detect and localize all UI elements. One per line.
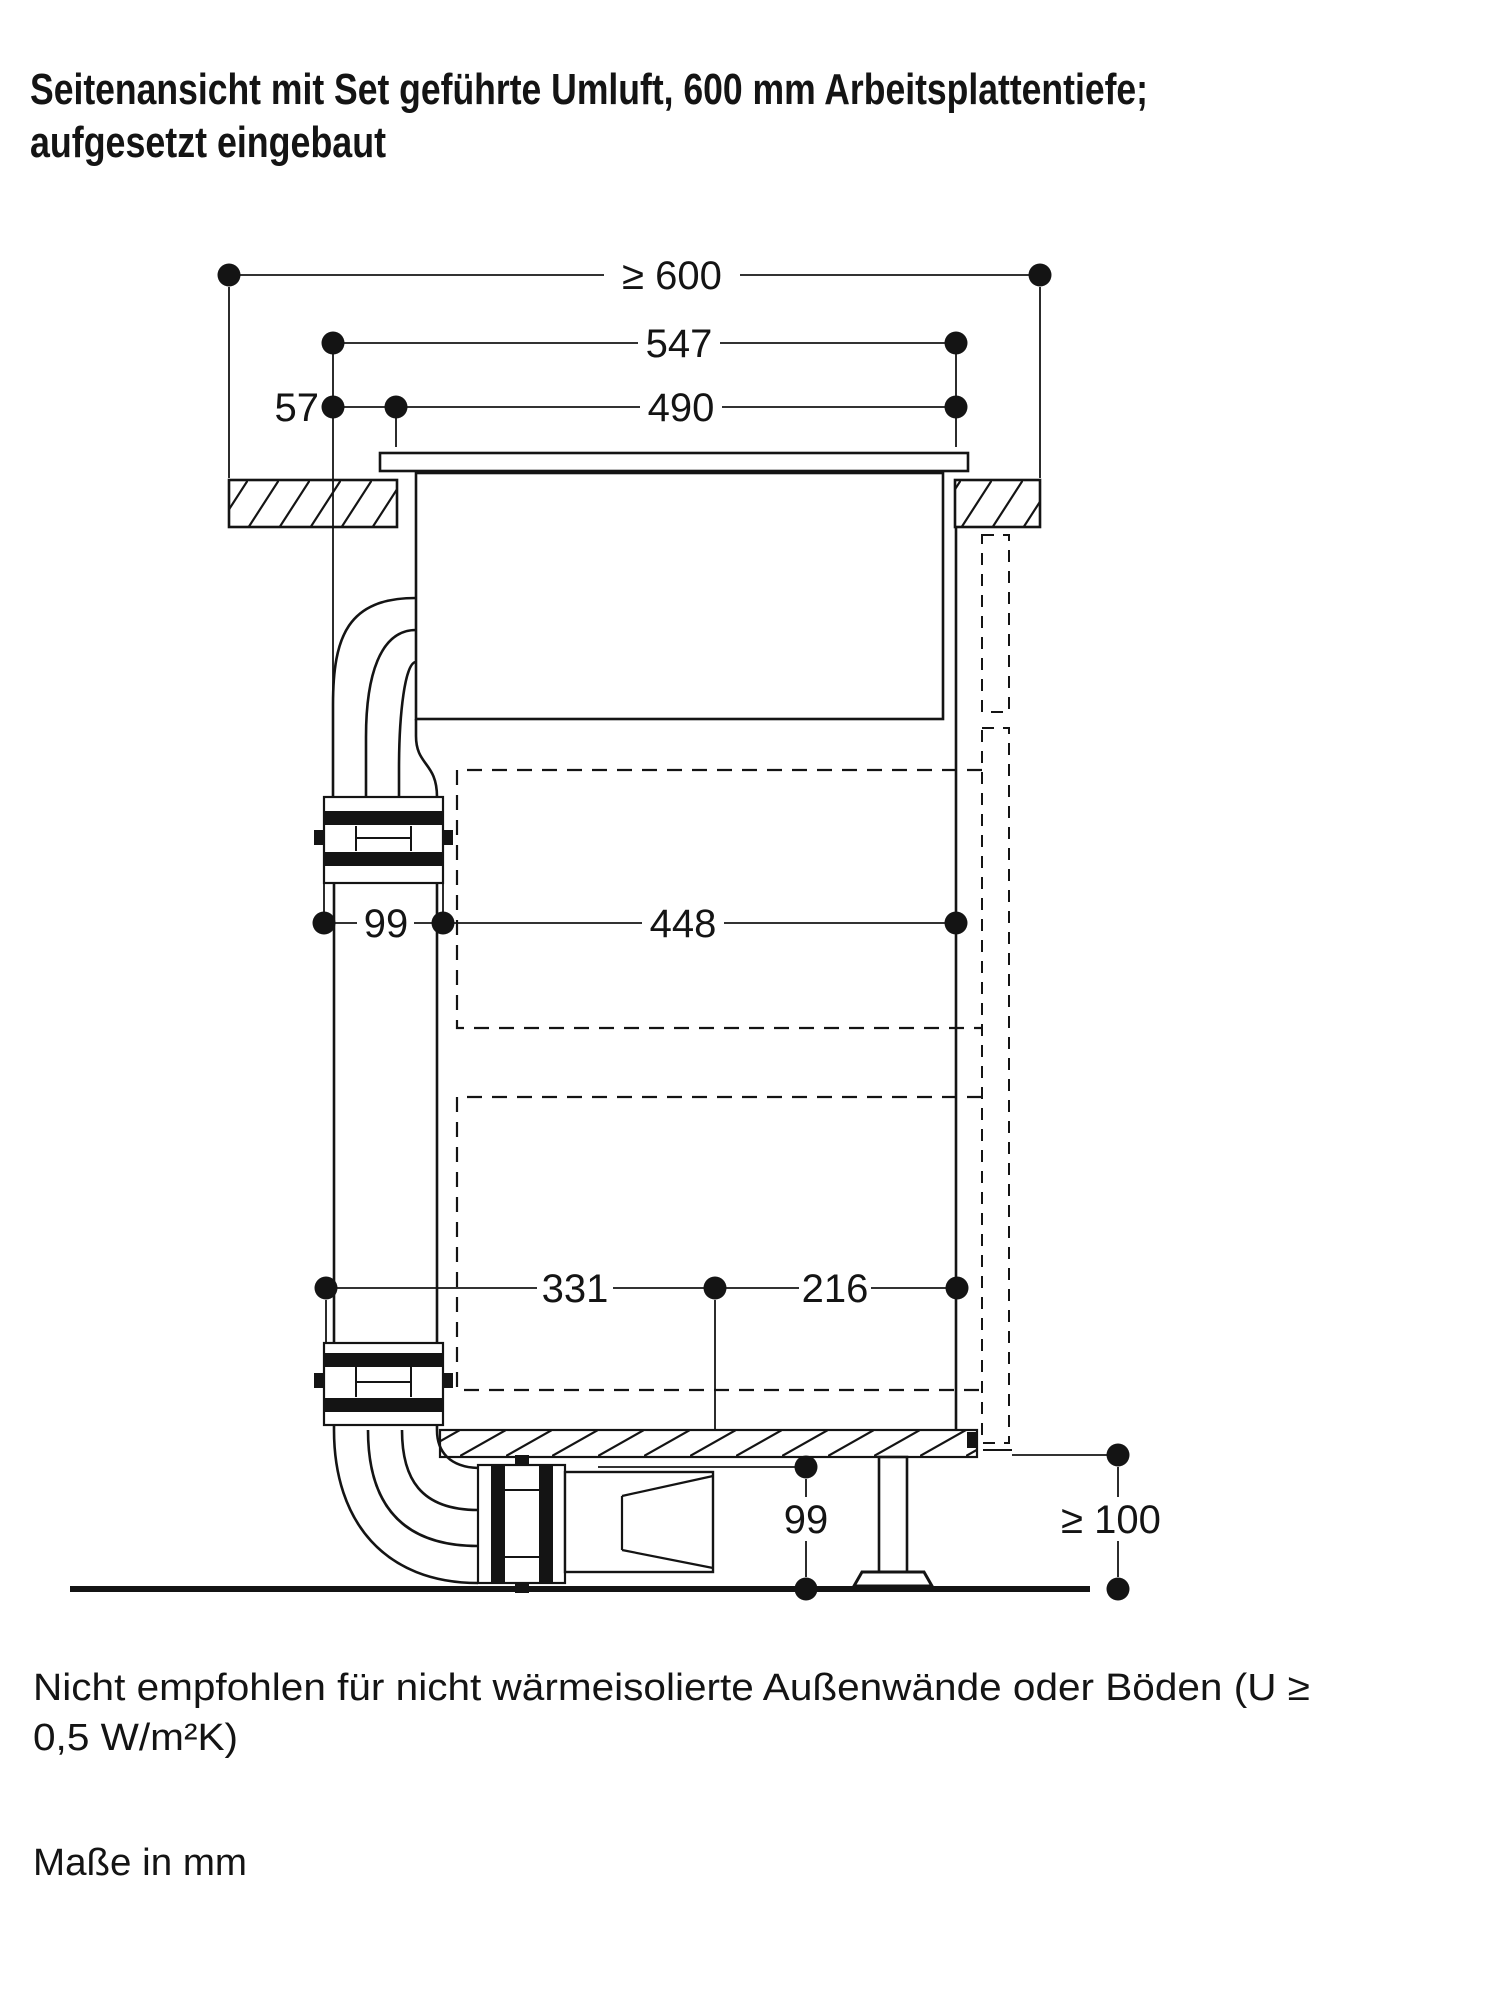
label-diffuser-to-panel: 216 (802, 1267, 869, 1311)
dot-100-bottom (1106, 1577, 1130, 1601)
upper-connector-tab-left (314, 830, 324, 845)
air-outlet-diffuser (563, 1470, 715, 1574)
plinth-connector-tab-top (515, 1455, 529, 1465)
label-appliance-depth: 547 (646, 322, 713, 366)
dot-490-right (944, 395, 968, 419)
lower-connector-tab-left (314, 1373, 324, 1388)
label-outlet-height: 99 (784, 1498, 829, 1542)
lower-connector-seal-bottom (324, 1398, 443, 1412)
upper-connector-seal-top (324, 811, 443, 825)
dot-99-right (431, 911, 455, 935)
dot-100-top (1106, 1443, 1130, 1467)
lower-connector-seal-top (324, 1353, 443, 1367)
foot-stem (877, 1455, 909, 1574)
lower-duct-connector (314, 1341, 453, 1427)
page-title-line2: aufgesetzt eingebaut (30, 118, 386, 167)
label-front-offset: 57 (275, 386, 320, 430)
cabinet-foot (851, 1455, 935, 1588)
elbow-arc-mid1 (364, 628, 417, 797)
dimension-dots (217, 263, 1130, 1601)
dot-547-left (321, 331, 345, 355)
plinth-board (438, 1428, 979, 1459)
dot-547-right (944, 331, 968, 355)
diffuser-nozzle (620, 1474, 714, 1570)
elbow-arc-inner (414, 719, 439, 798)
plinth-connector-seal-left (491, 1465, 505, 1583)
dimension-labels: ≥ 600 547 490 57 99 448 331 216 99 ≥ 100 (275, 254, 1161, 1542)
upper-connector-housing (322, 795, 445, 885)
insulation-note-line2: 0,5 W/m²K) (33, 1717, 238, 1759)
rear-air-channel-upper (981, 534, 1010, 713)
dot-448-right (944, 911, 968, 935)
dot-99b-bottom (794, 1577, 818, 1601)
plinth-end-cap (967, 1432, 977, 1448)
upper-duct-elbow (331, 596, 439, 798)
lower-drawer-clearance-box (455, 1095, 982, 1392)
label-duct-depth: 99 (364, 902, 409, 946)
lower-duct-elbow (332, 1425, 479, 1585)
upper-connector-tab-right (443, 830, 453, 845)
lower-elbow-outer (332, 1425, 479, 1585)
lower-connector-sleeve (355, 1367, 412, 1397)
upper-drawer-clearance-box (455, 768, 982, 1030)
dot-600-right (1028, 263, 1052, 287)
worktop-front-section (227, 478, 399, 529)
rear-air-channel-lower (981, 727, 1010, 1444)
upper-connector-seal-bottom (324, 852, 443, 866)
diffuser-housing (563, 1470, 715, 1574)
worktop-rear-section (953, 478, 1042, 529)
dot-99b-top (794, 1455, 818, 1479)
elbow-arc-mid2 (397, 660, 417, 797)
lower-elbow-vane1 (366, 1429, 479, 1548)
units-note: Maße in mm (33, 1842, 247, 1884)
label-rear-clearance: 448 (650, 902, 717, 946)
dot-99-left (312, 911, 336, 935)
foot-base (851, 1570, 935, 1588)
cabinet-structure (70, 451, 1090, 1593)
appliance-body (414, 471, 945, 721)
label-duct-to-diffuser: 331 (542, 1267, 609, 1311)
plinth-connector-seal-right (539, 1465, 553, 1583)
dot-331-left (314, 1276, 338, 1300)
dot-490-left (384, 395, 408, 419)
lower-elbow-vane2 (400, 1429, 479, 1512)
dot-600-left (217, 263, 241, 287)
lower-connector-tab-right (443, 1373, 453, 1388)
page-title-line1: Seitenansicht mit Set geführte Umluft, 6… (30, 65, 1148, 114)
upper-duct-connector (314, 795, 453, 885)
insulation-note-line1: Nicht empfohlen für nicht wärmeisolierte… (33, 1667, 1310, 1709)
dot-57-left (321, 395, 345, 419)
upper-connector-sleeve (355, 826, 412, 851)
plinth-duct-connector (476, 1455, 567, 1593)
label-worktop-depth: ≥ 600 (622, 254, 722, 298)
dot-331-right (703, 1276, 727, 1300)
dot-216-right (945, 1276, 969, 1300)
plinth-connector-sleeve (505, 1489, 539, 1558)
cooktop-glass (378, 451, 970, 473)
label-plinth-clearance: ≥ 100 (1061, 1498, 1161, 1542)
label-cutout-depth: 490 (648, 386, 715, 430)
